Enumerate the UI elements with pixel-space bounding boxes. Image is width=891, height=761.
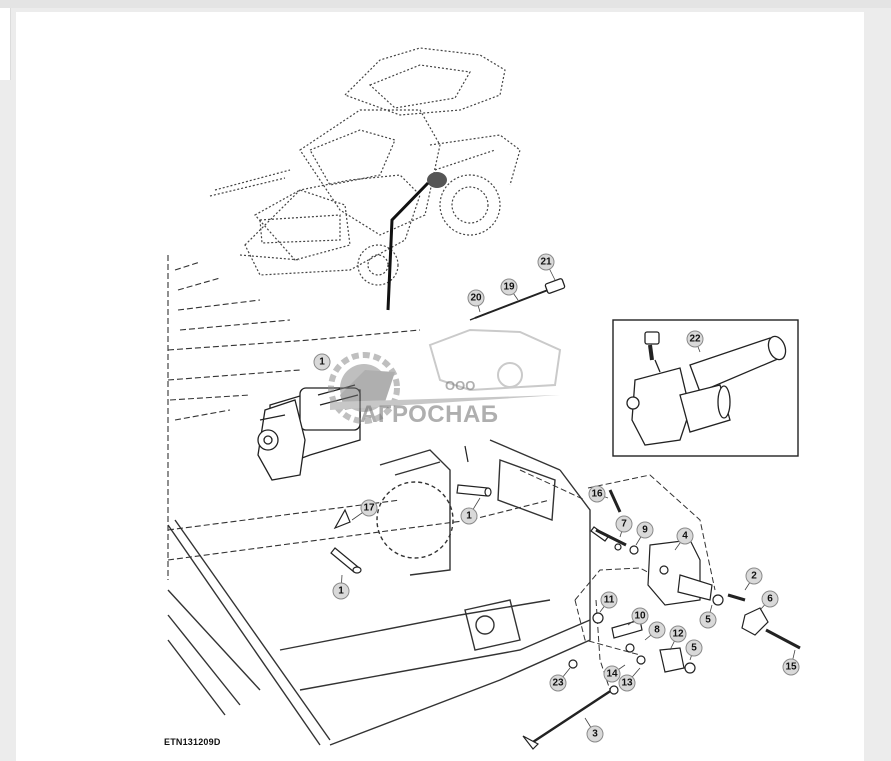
svg-text:16: 16 xyxy=(591,489,603,500)
svg-text:17: 17 xyxy=(363,503,375,514)
callout-22: 22 xyxy=(686,330,704,348)
callout-12: 12 xyxy=(669,625,687,643)
svg-text:10: 10 xyxy=(634,611,646,622)
combine-harvester-illustration xyxy=(209,47,521,286)
bracket-parts xyxy=(522,539,801,750)
callout-11: 11 xyxy=(600,591,618,609)
svg-text:23: 23 xyxy=(552,678,564,689)
callout-21: 21 xyxy=(537,253,555,271)
parts-diagram: 1 1 1 2 3 4 5 5 6 7 8 9 10 11 12 13 14 1… xyxy=(167,47,801,750)
figure-code: ETN131209D xyxy=(164,737,221,747)
callout-3: 3 xyxy=(586,725,604,743)
callout-1c: 1 xyxy=(332,582,350,600)
callout-14: 14 xyxy=(603,665,621,683)
callout-13: 13 xyxy=(618,674,636,692)
callout-17: 17 xyxy=(360,499,378,517)
diagram-panel: 1 1 1 2 3 4 5 5 6 7 8 9 10 11 12 13 14 1… xyxy=(16,12,864,761)
svg-text:22: 22 xyxy=(689,334,701,345)
svg-text:21: 21 xyxy=(540,257,552,268)
callout-19: 19 xyxy=(500,278,518,296)
callout-16: 16 xyxy=(588,485,606,503)
svg-text:2: 2 xyxy=(751,571,757,582)
top-bar xyxy=(0,0,891,8)
cable-sensor xyxy=(469,278,566,321)
watermark-company: АГРОСНАБ xyxy=(360,401,499,428)
callout-4: 4 xyxy=(676,527,694,545)
svg-text:7: 7 xyxy=(621,519,627,530)
harvester-highlight xyxy=(386,172,447,311)
svg-text:5: 5 xyxy=(705,615,711,626)
callout-9: 9 xyxy=(636,521,654,539)
svg-text:6: 6 xyxy=(767,594,773,605)
callout-2: 2 xyxy=(745,567,763,585)
callout-23: 23 xyxy=(549,674,567,692)
watermark-prefix: ООО xyxy=(445,378,476,393)
callout-6: 6 xyxy=(761,590,779,608)
callout-5a: 5 xyxy=(699,611,717,629)
svg-text:4: 4 xyxy=(682,531,688,542)
svg-text:20: 20 xyxy=(470,293,482,304)
pin-hardware xyxy=(330,445,639,574)
svg-text:8: 8 xyxy=(654,625,660,636)
svg-text:12: 12 xyxy=(672,629,684,640)
callout-15: 15 xyxy=(782,658,800,676)
frame-plate xyxy=(167,439,591,746)
inset-actuator-detail xyxy=(612,319,799,457)
callout-1a: 1 xyxy=(313,353,331,371)
callout-7: 7 xyxy=(615,515,633,533)
svg-text:1: 1 xyxy=(466,511,472,522)
svg-text:9: 9 xyxy=(642,525,648,536)
svg-text:1: 1 xyxy=(319,357,325,368)
callout-20: 20 xyxy=(467,289,485,307)
svg-text:5: 5 xyxy=(691,643,697,654)
svg-text:3: 3 xyxy=(592,729,598,740)
svg-text:11: 11 xyxy=(604,595,615,606)
watermark-logo xyxy=(328,328,562,424)
svg-text:14: 14 xyxy=(606,669,618,680)
svg-text:19: 19 xyxy=(503,282,515,293)
callout-5b: 5 xyxy=(685,639,703,657)
callout-10: 10 xyxy=(631,607,649,625)
svg-text:1: 1 xyxy=(338,586,344,597)
callout-1b: 1 xyxy=(460,507,478,525)
callout-8: 8 xyxy=(648,621,666,639)
svg-text:15: 15 xyxy=(785,662,797,673)
svg-text:13: 13 xyxy=(621,678,633,689)
side-tab xyxy=(0,8,11,80)
